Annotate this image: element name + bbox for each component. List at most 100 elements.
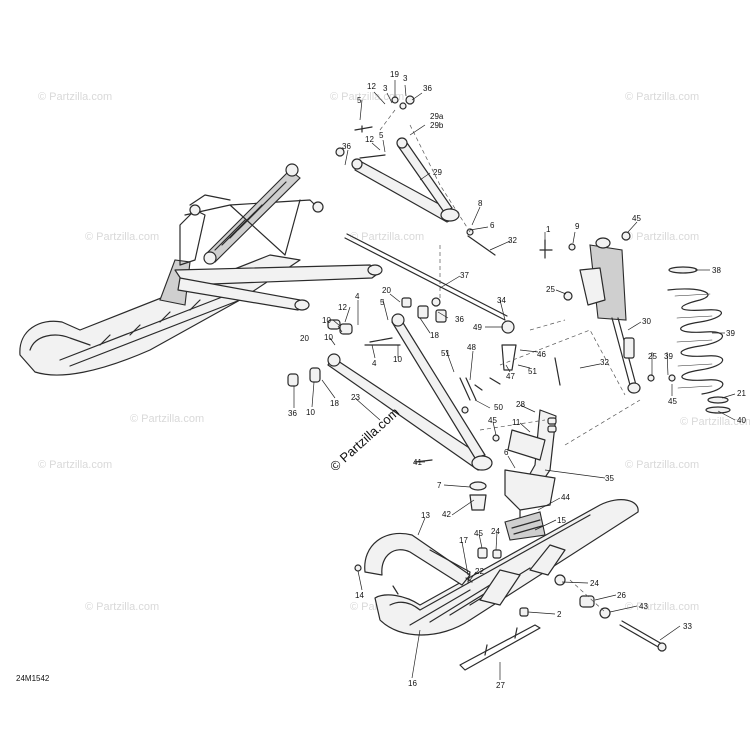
watermark: © Partzilla.com xyxy=(625,91,699,103)
coil-spring-part xyxy=(667,266,731,414)
callout-17: 17 xyxy=(459,536,468,545)
callout-6: 6 xyxy=(490,221,495,230)
callout-21: 21 xyxy=(737,389,746,398)
callout-4: 4 xyxy=(355,292,360,301)
callout-5: 5 xyxy=(357,96,362,105)
callout-25: 25 xyxy=(648,352,657,361)
callout-35: 35 xyxy=(605,474,614,483)
callout-51: 51 xyxy=(441,349,450,358)
callout-2: 2 xyxy=(557,610,562,619)
watermark: © Partzilla.com xyxy=(330,91,404,103)
callout-28: 28 xyxy=(516,400,525,409)
callout-14: 14 xyxy=(355,591,364,600)
callout-11: 11 xyxy=(512,418,521,427)
shock-absorber-part xyxy=(579,237,641,394)
callout-12: 12 xyxy=(338,303,347,312)
watermark: © Partzilla.com xyxy=(85,231,159,243)
callout-37: 37 xyxy=(460,271,469,280)
callout-12: 12 xyxy=(367,82,376,91)
callout-6: 6 xyxy=(504,448,509,457)
watermark: © Partzilla.com xyxy=(625,231,699,243)
callout-15: 15 xyxy=(557,516,566,525)
callout-36: 36 xyxy=(342,142,351,151)
callout-7: 7 xyxy=(437,481,442,490)
callout-27: 27 xyxy=(496,681,505,690)
tie-rod-part xyxy=(344,233,508,321)
callout-9: 9 xyxy=(575,222,580,231)
callout-8: 8 xyxy=(478,199,483,208)
ski-bolt-part xyxy=(554,574,667,652)
callout-43: 43 xyxy=(639,602,648,611)
callout-50: 50 xyxy=(494,403,503,412)
watermark: © Partzilla.com xyxy=(38,459,112,471)
lower-a-arm-part xyxy=(327,313,493,471)
callout-39: 39 xyxy=(664,352,673,361)
callout-19: 19 xyxy=(390,70,399,79)
callout-36: 36 xyxy=(288,409,297,418)
callout-34: 34 xyxy=(497,296,506,305)
callout-5: 5 xyxy=(379,131,384,140)
callout-24: 24 xyxy=(491,527,500,536)
callout-51: 51 xyxy=(528,367,537,376)
callout-24: 24 xyxy=(590,579,599,588)
callout-29b: 29b xyxy=(430,121,444,130)
callout-16: 16 xyxy=(408,679,417,688)
assembled-suspension-illustration xyxy=(19,163,383,376)
callout-47: 47 xyxy=(506,372,515,381)
callout-10: 10 xyxy=(324,333,333,342)
callout-22: 22 xyxy=(475,567,484,576)
callout-48: 48 xyxy=(467,343,476,352)
assembly-dash-lines xyxy=(379,109,641,613)
callout-10: 10 xyxy=(393,355,402,364)
callout-13: 13 xyxy=(421,511,430,520)
drawing-code: 24M1542 xyxy=(16,674,50,683)
watermark: © Partzilla.com xyxy=(350,231,424,243)
callout-36: 36 xyxy=(423,84,432,93)
callout-40: 40 xyxy=(737,416,746,425)
callout-5: 5 xyxy=(380,298,385,307)
callout-36: 36 xyxy=(455,315,464,324)
leader-lines xyxy=(293,80,736,680)
bushing-parts xyxy=(287,95,447,387)
ski-block-part xyxy=(504,511,546,541)
spindle-part xyxy=(469,409,557,526)
callout-10: 10 xyxy=(306,408,315,417)
ski-part xyxy=(374,499,639,636)
callout-32: 32 xyxy=(600,358,609,367)
callout-41: 41 xyxy=(413,458,422,467)
callout-23: 23 xyxy=(351,393,360,402)
callout-38: 38 xyxy=(712,266,721,275)
callout-45: 45 xyxy=(668,397,677,406)
callout-39: 39 xyxy=(726,329,735,338)
callout-49: 49 xyxy=(473,323,482,332)
callout-25: 25 xyxy=(546,285,555,294)
center-watermark: © Partzilla.com xyxy=(327,404,402,474)
watermark: © Partzilla.com xyxy=(625,459,699,471)
watermark: © Partzilla.com xyxy=(130,413,204,425)
carbide-runner-part xyxy=(459,624,541,671)
callout-labels: 19 3 12 3 36 5 29a 29b 12 5 36 29 8 6 32… xyxy=(288,70,746,690)
callout-1: 1 xyxy=(546,225,551,234)
callout-18: 18 xyxy=(430,331,439,340)
watermark: © Partzilla.com xyxy=(38,91,112,103)
callout-44: 44 xyxy=(561,493,570,502)
callout-20: 20 xyxy=(382,286,391,295)
callout-45: 45 xyxy=(474,529,483,538)
callout-45: 45 xyxy=(632,214,641,223)
callout-20: 20 xyxy=(300,334,309,343)
callout-10: 10 xyxy=(322,316,331,325)
ski-handle-part xyxy=(364,532,471,586)
watermark: © Partzilla.com xyxy=(85,601,159,613)
callout-32: 32 xyxy=(508,236,517,245)
callout-46: 46 xyxy=(537,350,546,359)
callout-3: 3 xyxy=(383,84,388,93)
callout-12: 12 xyxy=(365,135,374,144)
callout-45: 45 xyxy=(488,416,497,425)
callout-18: 18 xyxy=(330,399,339,408)
callout-33: 33 xyxy=(683,622,692,631)
callout-29: 29 xyxy=(433,168,442,177)
callout-42: 42 xyxy=(442,510,451,519)
watermark: © Partzilla.com xyxy=(625,601,699,613)
